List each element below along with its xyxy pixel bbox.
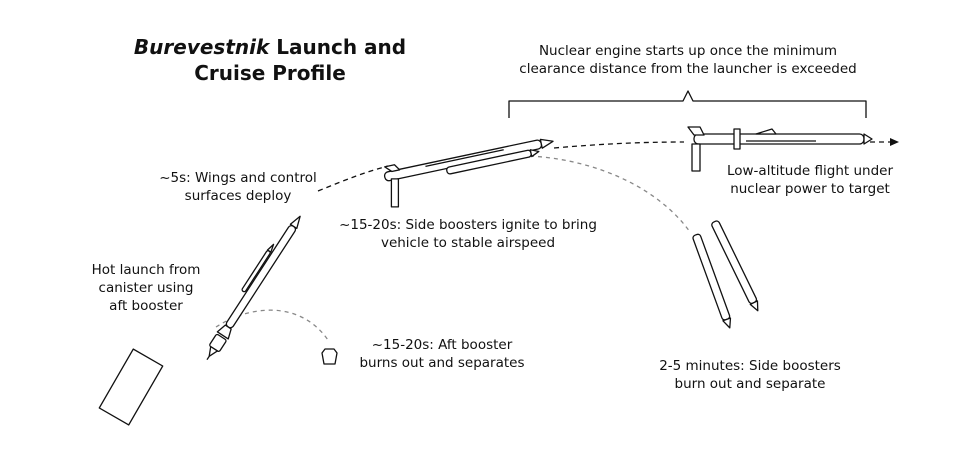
- missile-midflight: [383, 138, 554, 208]
- label-hot-launch: Hot launch from canister using aft boost…: [91, 262, 201, 314]
- aft-booster-cap: [321, 348, 338, 365]
- missile-climbing: [206, 215, 301, 361]
- trajectory-arrowhead: [890, 138, 899, 146]
- cruise-trajectory: [553, 141, 685, 149]
- label-side-boosters-separate: 2-5 minutes: Side boosters burn out and …: [659, 358, 841, 392]
- side-booster-trajectory: [529, 155, 691, 233]
- label-wings-deploy: ~5s: Wings and control surfaces deploy: [159, 170, 317, 204]
- side-booster-1: [692, 233, 732, 329]
- missile-cruise: [687, 126, 873, 172]
- side-booster-2: [711, 220, 759, 312]
- label-low-altitude: Low-altitude flight under nuclear power …: [726, 163, 894, 197]
- launch-canister: [98, 348, 164, 426]
- label-side-boosters-ignite: ~15-20s: Side boosters ignite to bring v…: [339, 217, 597, 251]
- label-nuclear-engine: Nuclear engine starts up once the minimu…: [519, 43, 857, 77]
- label-aft-booster: ~15-20s: Aft booster burns out and separ…: [359, 337, 525, 371]
- title-line2: Cruise Profile: [194, 61, 346, 85]
- clearance-bracket: [508, 90, 867, 118]
- title-line1-rest: Launch and: [269, 35, 407, 59]
- flight-trajectory: [317, 165, 389, 192]
- title-missile-name: Burevestnik: [133, 35, 270, 59]
- diagram-title: Burevestnik Launch and Cruise Profile: [120, 34, 420, 86]
